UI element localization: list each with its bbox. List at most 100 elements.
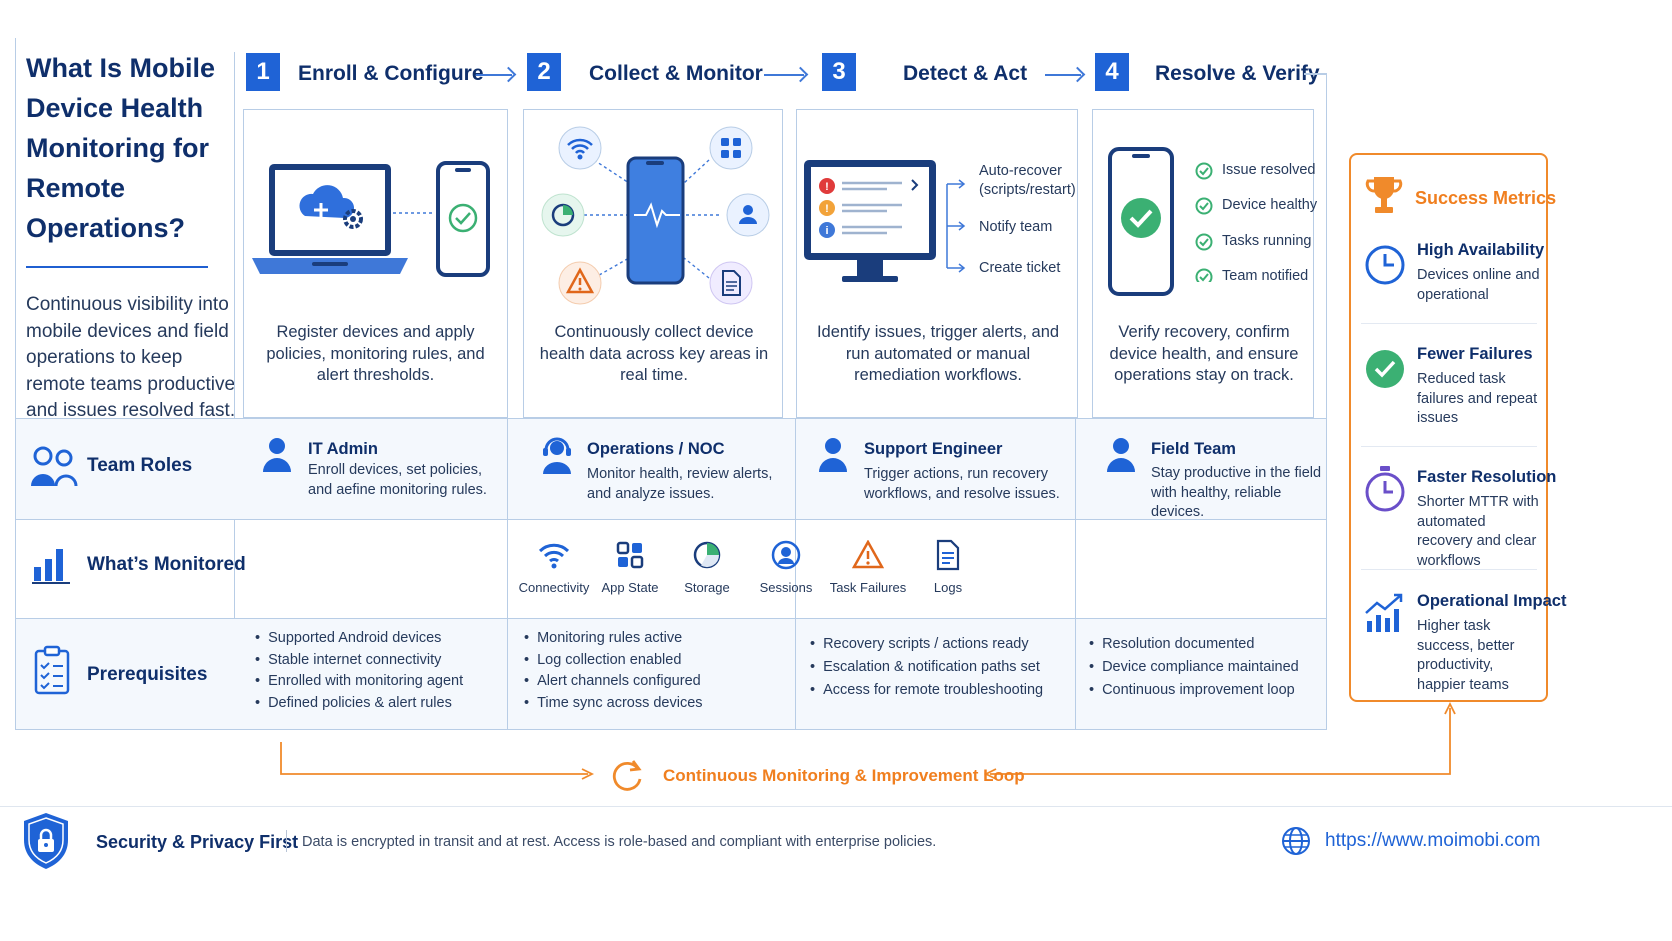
- operations-headset-icon: [543, 437, 571, 474]
- role-name-field-team: Field Team: [1151, 440, 1236, 458]
- role-name-support-engineer: Support Engineer: [864, 440, 1003, 458]
- monitored-storage: Storage: [684, 580, 730, 595]
- team-icon: [31, 446, 78, 487]
- step-4-number: 4: [1095, 53, 1129, 91]
- footer-separator: [286, 830, 287, 852]
- metric-title-failures: Fewer Failures: [1417, 345, 1533, 363]
- prereq-item: Resolution documented: [1089, 633, 1324, 656]
- step-1-card: Register devices and apply policies, mon…: [243, 109, 508, 418]
- success-metrics-panel: Success Metrics High Availability Device…: [1349, 153, 1566, 702]
- monitored-label: What’s Monitored: [87, 554, 246, 575]
- action-notify-team: Notify team: [979, 219, 1053, 235]
- prereq-item: Supported Android devices: [255, 628, 500, 650]
- step-arrow-3: [1045, 74, 1081, 76]
- role-desc-operations: Monitor health, review alerts, and analy…: [587, 466, 773, 502]
- step-3-description: Identify issues, trigger alerts, and run…: [816, 323, 1060, 384]
- bar-chart-icon: [32, 549, 70, 584]
- grid-line-r3: [795, 419, 796, 729]
- check-circle-icon: [1366, 350, 1404, 388]
- it-admin-avatar-icon: [263, 438, 291, 472]
- metric-divider: [1361, 446, 1537, 447]
- svg-text:i: i: [825, 225, 828, 237]
- app-grid-icon: [616, 541, 644, 569]
- svg-text:!: !: [825, 181, 829, 193]
- step-4-description: Verify recovery, confirm device health, …: [1109, 323, 1299, 384]
- role-name-operations: Operations / NOC: [587, 440, 725, 458]
- grid-line-row2: [15, 519, 1327, 520]
- step-2-title: Collect & Monitor: [589, 62, 763, 85]
- intro-text: Continuous visibility into mobile device…: [26, 294, 236, 421]
- step-connector-down: [1326, 73, 1327, 89]
- step-2-number: 2: [527, 53, 561, 91]
- step-1-description: Register devices and apply policies, mon…: [266, 323, 485, 384]
- prereq-item: Escalation & notification paths set: [810, 656, 1072, 679]
- prereq-item: Alert channels configured: [524, 671, 789, 693]
- step-3-number: 3: [822, 53, 856, 91]
- role-desc-field-team: Stay productive in the field with health…: [1151, 465, 1322, 520]
- metric-title-resolution: Faster Resolution: [1417, 468, 1557, 486]
- role-desc-support-engineer: Trigger actions, run recovery workflows,…: [864, 466, 1060, 502]
- step-2-description: Continuously collect device health data …: [539, 323, 769, 384]
- step-1-number: 1: [246, 53, 280, 91]
- step-arrow-2: [764, 74, 804, 76]
- laptop-phone-illustration: [252, 161, 490, 277]
- grid-line-row3: [15, 618, 1327, 619]
- prereq-item: Recovery scripts / actions ready: [810, 633, 1072, 656]
- shield-lock-icon: [24, 813, 68, 869]
- checklist-icons: [1195, 162, 1213, 282]
- success-metrics-title: Success Metrics: [1415, 188, 1557, 208]
- metric-title-impact: Operational Impact: [1417, 592, 1567, 610]
- check-issue-resolved: Issue resolved: [1222, 162, 1316, 178]
- step-3-title: Detect & Act: [903, 62, 1028, 85]
- refresh-loop-icon: [612, 760, 642, 791]
- metric-divider: [1361, 323, 1537, 324]
- clipboard-checklist-icon: [34, 645, 70, 695]
- check-team-notified: Team notified: [1222, 268, 1309, 284]
- metric-desc-failures: Reduced task failures and repeat issues: [1417, 371, 1538, 426]
- step-2-card: Continuously collect device health data …: [523, 109, 783, 418]
- step-arrow-1: [476, 74, 512, 76]
- globe-icon: [1282, 827, 1310, 855]
- prereq-item: Enrolled with monitoring agent: [255, 671, 500, 693]
- field-team-avatar-icon: [1107, 438, 1135, 472]
- metric-title-availability: High Availability: [1417, 241, 1545, 259]
- team-roles-label: Team Roles: [87, 455, 193, 476]
- monitored-connectivity: Connectivity: [518, 580, 590, 595]
- check-tasks-running: Tasks running: [1222, 233, 1312, 249]
- growth-chart-icon: [1365, 593, 1403, 632]
- action-create-ticket: Create ticket: [979, 260, 1061, 276]
- clock-icon: [1365, 245, 1405, 285]
- prerequisites-label: Prerequisites: [87, 664, 208, 685]
- grid-line-col1: [234, 52, 235, 730]
- role-desc-it-admin: Enroll devices, set policies, and aefine…: [308, 462, 487, 498]
- feedback-loop-label: Continuous Monitoring & Improvement Loop: [663, 766, 1025, 785]
- metric-desc-impact: Higher task success, better productivity…: [1417, 618, 1515, 693]
- monitor-alerts-illustration: ! ! i: [804, 160, 936, 282]
- step-connector: [1304, 73, 1327, 75]
- feedback-loop-connector: [280, 701, 1456, 780]
- prereq-item: Monitoring rules active: [524, 628, 789, 650]
- footer-divider: [0, 806, 1672, 807]
- prereq-item: Defined policies & alert rules: [255, 693, 500, 715]
- wifi-icon: [538, 543, 570, 569]
- metric-desc-resolution: Shorter MTTR with automated recovery and…: [1417, 494, 1539, 569]
- svg-text:!: !: [825, 203, 829, 215]
- trophy-icon: [1365, 177, 1403, 213]
- user-session-icon: [771, 540, 801, 570]
- prereq-item: Continuous improvement loop: [1089, 679, 1324, 702]
- warning-icon: [852, 540, 884, 569]
- phone-verified-illustration: [1108, 147, 1174, 296]
- prereq-list-1: Supported Android devices Stable interne…: [255, 628, 500, 714]
- website-link[interactable]: https://www.moimobi.com: [1325, 830, 1541, 851]
- action-auto-recover: Auto-recover (scripts/restart): [979, 163, 1076, 198]
- prereq-list-3: Recovery scripts / actions ready Escalat…: [810, 633, 1072, 702]
- step-1-title: Enroll & Configure: [298, 62, 484, 85]
- prereq-list-2: Monitoring rules active Log collection e…: [524, 628, 789, 714]
- monitored-app-state: App State: [601, 580, 659, 595]
- prereq-item: Device compliance maintained: [1089, 656, 1324, 679]
- grid-line-r2: [507, 419, 508, 729]
- prereq-item: Access for remote troubleshooting: [810, 679, 1072, 702]
- monitoring-hub-illustration: [541, 126, 770, 305]
- log-file-icon: [936, 539, 960, 571]
- role-name-it-admin: IT Admin: [308, 440, 378, 458]
